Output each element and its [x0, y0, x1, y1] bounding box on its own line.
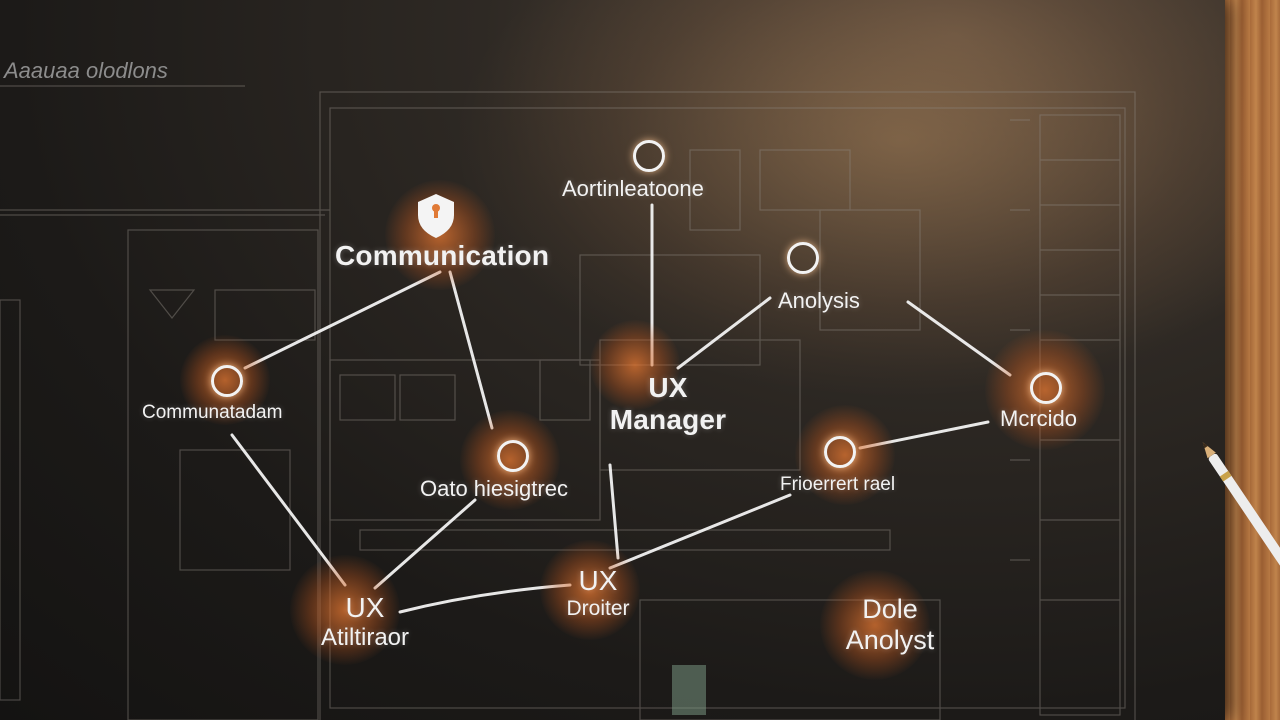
node-circle-icon [211, 365, 243, 397]
node-label-ux-designer: UX Droiter [538, 565, 658, 621]
node-label-data-analyst: Dole Anolyst [820, 594, 960, 656]
node-label-ux-manager: UX Manager [598, 372, 738, 436]
ux-designer-line2: Droiter [566, 597, 630, 620]
node-label-aortinleatoone: Aortinleatoone [562, 176, 704, 201]
node-label-communication-left: Communatadam [142, 402, 283, 423]
ux-architect-line1: UX [345, 592, 385, 623]
node-glow [590, 320, 680, 410]
node-label-ux-architect: UX Atiltiraor [300, 592, 430, 652]
ux-designer-line1: UX [578, 565, 618, 596]
node-glow [540, 540, 640, 640]
page-heading: Aaauaa olodlons [4, 58, 168, 83]
node-label-frioeriet-rael: Frioerrert rael [780, 474, 896, 495]
node-circle-icon [1030, 372, 1062, 404]
node-glow [820, 570, 930, 680]
data-analyst-line2: Anolyst [845, 625, 935, 655]
node-circle-icon [824, 436, 856, 468]
ux-manager-line1: UX [648, 372, 688, 403]
pencil [1195, 436, 1280, 602]
node-label-anolysis: Anolysis [778, 288, 860, 313]
node-label-communication: Communication [335, 240, 550, 271]
node-label-morcido: Mcrcido [1000, 406, 1078, 431]
node-circle-icon [787, 242, 819, 274]
node-glow [290, 555, 400, 665]
node-glow [385, 180, 495, 290]
data-analyst-line1: Dole [862, 594, 918, 624]
node-label-data-insights: Oato hiesigtrec [420, 476, 568, 501]
ux-architect-line2: Atiltiraor [320, 624, 410, 651]
node-circle-icon [497, 440, 529, 472]
floor-plan-sketch [0, 85, 1136, 720]
node-circle-icon [633, 140, 665, 172]
ux-manager-line2: Manager [609, 404, 727, 435]
